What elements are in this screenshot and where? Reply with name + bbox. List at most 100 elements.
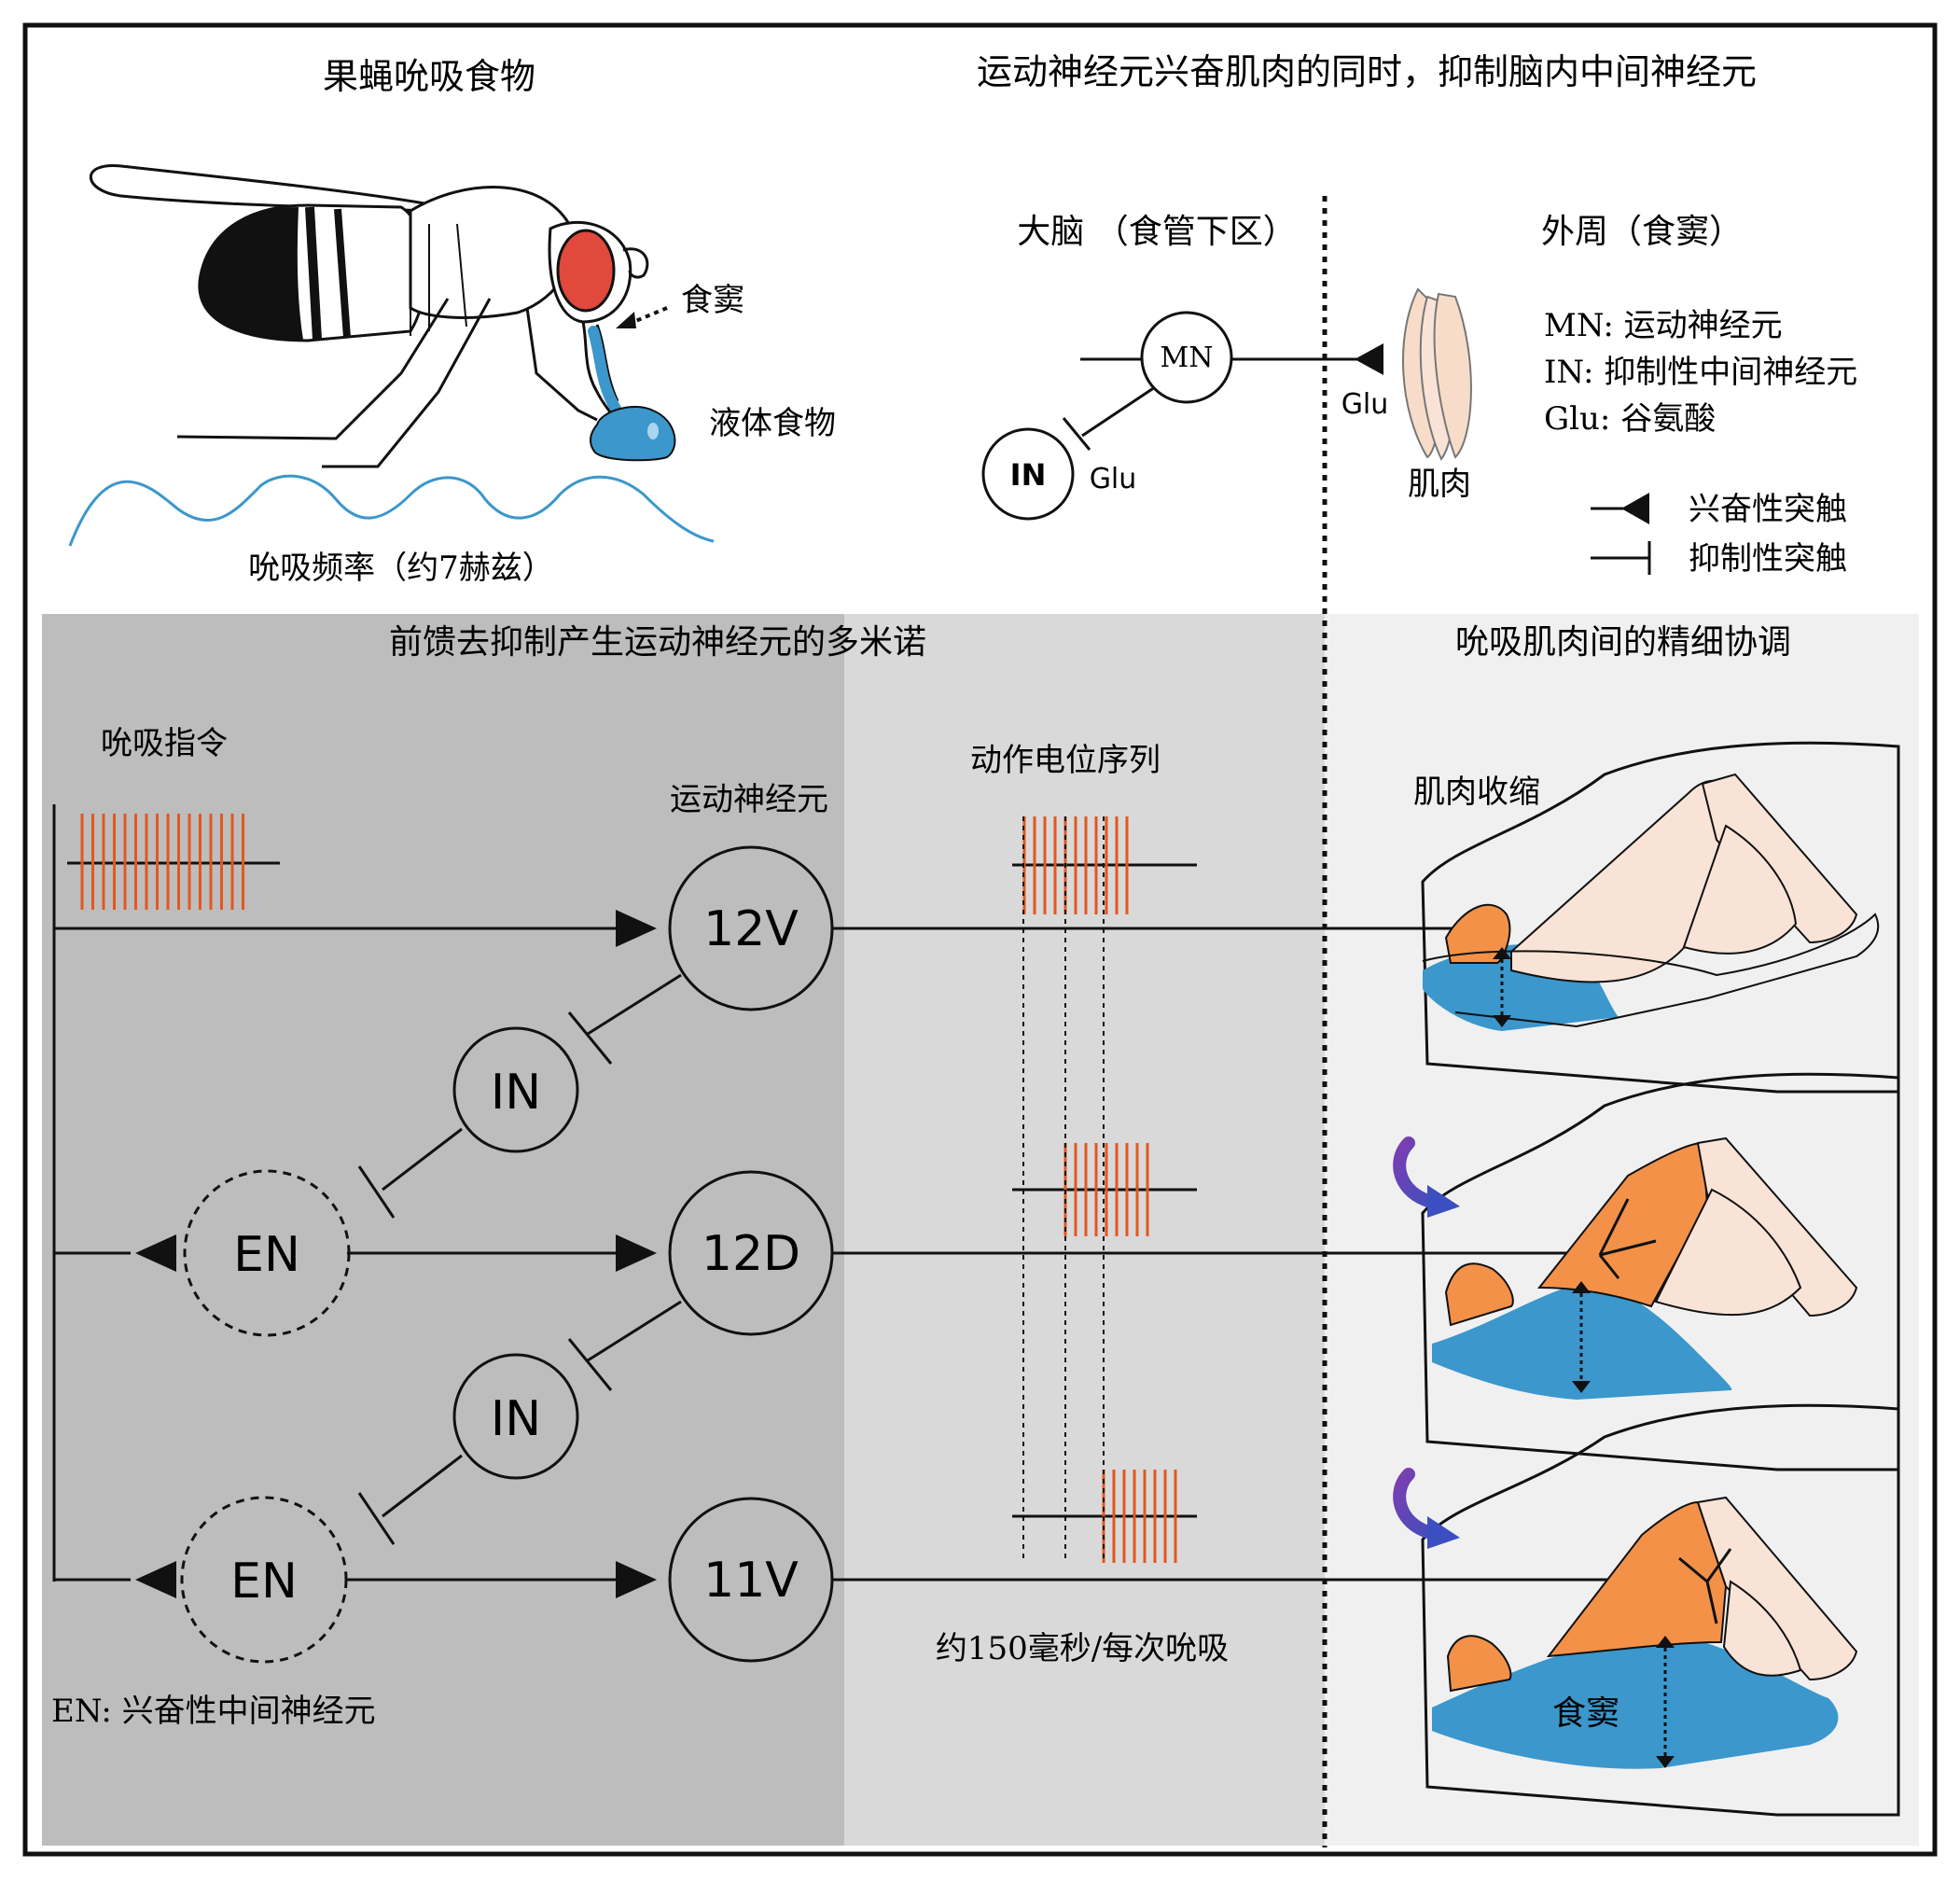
en2-11v-synapse — [616, 1561, 657, 1598]
head-outline-1 — [1421, 741, 1900, 1094]
fly-stripe-1 — [305, 206, 322, 341]
mn-to-in-collateral — [1081, 385, 1156, 438]
cibarium-wall-1 — [1422, 913, 1880, 1028]
legend-excitatory-text: 兴奋性突触 — [1689, 491, 1847, 528]
fly-leg-bases — [410, 223, 467, 336]
en1-node — [183, 1169, 351, 1337]
en1-12d-synapse — [616, 1234, 657, 1272]
fly-stripe-2 — [334, 208, 351, 339]
legend-glu: Glu: 谷氨酸 — [1544, 400, 1716, 438]
12v-in1-inhibitory — [567, 1011, 613, 1065]
fly-abdomen-tip — [199, 207, 303, 340]
glu-muscle-label: Glu — [1341, 388, 1389, 421]
muscle-fiber-3 — [1433, 292, 1472, 459]
fly-cibarium-label: 食窦 — [681, 282, 744, 319]
timing-label: 约150毫秒/每次吮吸 — [936, 1630, 1229, 1667]
title-muscle-coordination: 吮吸肌肉间的精细协调 — [1455, 623, 1791, 662]
muscle-pale-1b — [1701, 773, 1858, 944]
in-inhibitory-synapse — [1062, 417, 1091, 451]
in1-to-en1-line — [382, 1127, 463, 1192]
cmd-12v-synapse — [616, 910, 657, 947]
legend-mn: MN: 运动神经元 — [1544, 307, 1783, 344]
fly-proboscis-inner — [595, 324, 619, 402]
fly-leg-front — [525, 307, 598, 422]
title-mn-excite-inhibit: 运动神经元兴奋肌肉的同时，抑制脑内中间神经元 — [977, 51, 1757, 92]
head-outline-2 — [1421, 1072, 1900, 1471]
cmd-en2-synapse — [135, 1561, 176, 1598]
en2-label: EN — [230, 1554, 298, 1610]
muscle-pale-3a — [1696, 1496, 1858, 1681]
muscle-fiber-bundle — [1401, 287, 1472, 461]
muscle-orange-1 — [1444, 903, 1511, 964]
in1-node — [452, 1026, 579, 1153]
in1-en1-inhibitory — [357, 1165, 396, 1219]
in2-label: IN — [491, 1391, 541, 1447]
fly-eye — [556, 229, 616, 313]
fly-illustration — [90, 164, 676, 468]
mn-node-label: MN — [1161, 342, 1214, 374]
cmd-en1-synapse — [135, 1234, 176, 1272]
spike-train-label: 动作电位序列 — [970, 742, 1161, 779]
muscle-label: 肌肉 — [1408, 466, 1471, 503]
nerve-terminal-3 — [1678, 1548, 1732, 1624]
muscle-orange-2a — [1444, 1262, 1514, 1327]
cibarium-diagram-1 — [1421, 741, 1900, 1094]
sucking-command-label: 吮吸指令 — [101, 725, 228, 762]
muscle-pale-3b — [1722, 1580, 1802, 1677]
cibarium-diagram-3 — [1393, 1403, 1900, 1817]
muscle-pale-2a — [1696, 1136, 1858, 1317]
muscle-orange-3b — [1546, 1500, 1728, 1658]
liquid-food-drop — [590, 406, 676, 462]
brain-region-label: 大脑 （食管下区） — [1017, 213, 1296, 251]
fly-cibarium-fluid — [588, 326, 621, 414]
title-feedforward: 前馈去抑制产生运动神经元的多米诺 — [389, 623, 926, 662]
periphery-region-label: 外周（食窦） — [1541, 213, 1743, 251]
muscle-pale-1c — [1682, 824, 1798, 955]
in2-en2-inhibitory — [357, 1492, 396, 1545]
mn-12d-label: 12D — [702, 1226, 800, 1282]
muscle-contraction-label: 肌肉收缩 — [1413, 774, 1540, 811]
cibarium-blue-3 — [1432, 1633, 1839, 1769]
nerve-terminal-2 — [1598, 1198, 1657, 1279]
muscle-orange-3a — [1446, 1635, 1512, 1693]
head-outline-3 — [1421, 1403, 1900, 1817]
food-drop-highlight — [647, 423, 659, 439]
cibarium-pointer-head — [616, 312, 636, 328]
12d-to-in2-line — [587, 1300, 682, 1362]
command-spike-train — [80, 814, 244, 910]
fly-antenna — [622, 247, 649, 279]
mn-node — [1140, 311, 1233, 404]
liquid-food-label: 液体食物 — [709, 405, 836, 442]
sucking-frequency-label: 吮吸频率（约7赫兹） — [248, 550, 554, 587]
fly-leg-mid — [322, 298, 492, 468]
legend-in: IN: 抑制性中间神经元 — [1544, 354, 1857, 391]
legend-inhibitory-text: 抑制性突触 — [1689, 540, 1847, 578]
en-legend: EN: 兴奋性中间神经元 — [51, 1693, 376, 1730]
cibarium-pointer-line — [626, 306, 668, 327]
mn-excitatory-synapse — [1355, 343, 1383, 375]
title-fly-feeding: 果蝇吮吸食物 — [323, 56, 535, 97]
en1-label: EN — [233, 1227, 300, 1283]
motor-neuron-label: 运动神经元 — [670, 781, 828, 818]
circuit-panel-dark — [42, 614, 844, 1846]
mn-12v-label: 12V — [703, 901, 799, 957]
muscle-pale-2b — [1654, 1188, 1802, 1317]
in2-to-en2-line — [382, 1454, 463, 1518]
in1-label: IN — [491, 1065, 541, 1121]
progression-arrowhead-2 — [1427, 1516, 1460, 1549]
legend-excitatory-symbol — [1621, 493, 1649, 524]
en2-node — [180, 1496, 348, 1664]
in2-node — [452, 1353, 579, 1480]
mn-11v-label: 11V — [703, 1553, 799, 1609]
cibarium-label: 食窦 — [1552, 1694, 1619, 1733]
cibarium-diagram-2 — [1393, 1072, 1900, 1471]
sucking-frequency-wave — [68, 474, 715, 547]
fly-leg-hind — [176, 298, 450, 440]
in-node — [981, 427, 1075, 521]
in-node-label: IN — [1010, 457, 1047, 493]
progression-arrowhead-1 — [1427, 1185, 1460, 1218]
12d-in2-inhibitory — [567, 1338, 613, 1391]
12v-to-in1-line — [587, 973, 682, 1036]
